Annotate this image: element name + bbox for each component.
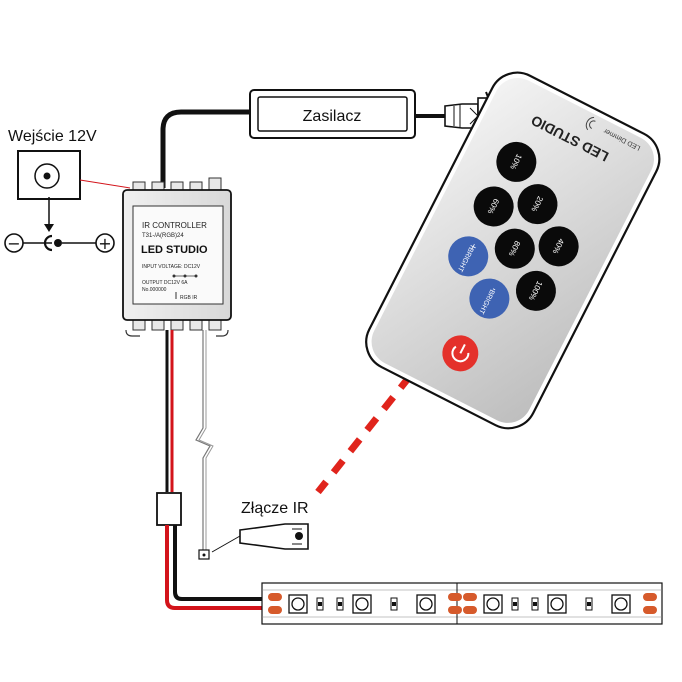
solder-pad (268, 593, 282, 614)
resistor (585, 597, 593, 611)
button-80[interactable]: 80% (488, 222, 542, 276)
ir-receiver-icon (295, 532, 303, 540)
ir-signal-beam (315, 373, 413, 495)
controller-number: No.000000 (142, 287, 167, 293)
ir-connector-label: Złącze IR (241, 500, 309, 517)
bright-down-sign: - (490, 284, 497, 294)
solder-pad (448, 593, 462, 614)
solder-pad (463, 593, 477, 614)
button-100[interactable]: 100% (509, 264, 563, 318)
signal-icon (585, 116, 596, 131)
led-chip (416, 594, 436, 614)
power-supply-label: Zasilacz (303, 108, 362, 125)
led-chip (483, 594, 503, 614)
led-chip (611, 594, 631, 614)
bright-up-sign: + (467, 241, 478, 253)
power-icon (451, 343, 470, 363)
wire-connector (156, 492, 182, 526)
led-chip (352, 594, 372, 614)
controller-input-voltage: INPUT VOLTAGE: DC12V (142, 264, 201, 270)
button-60[interactable]: 60% (467, 180, 521, 234)
minus-sign: − (7, 234, 20, 253)
resistor (511, 597, 519, 611)
ir-sensor-wire (195, 330, 214, 560)
bright-down-button[interactable]: - BRIGHT (462, 272, 516, 326)
polarity-symbol: − + (4, 233, 115, 253)
button-40[interactable]: 40% (532, 219, 586, 273)
resistor (531, 597, 539, 611)
resistor (336, 597, 344, 611)
led-strip (261, 582, 663, 625)
dc-input-12v: Wejście 12V − + (4, 128, 131, 253)
led-chip (288, 594, 308, 614)
led-chip (547, 594, 567, 614)
solder-pad (643, 593, 657, 614)
resistor (390, 597, 398, 611)
power-supply: Zasilacz (160, 89, 491, 188)
ir-controller: IR CONTROLLER T31-/A(RGB)24 LED STUDIO I… (122, 177, 232, 337)
ir-connector: Złącze IR (211, 500, 309, 553)
controller-output: OUTPUT DC12V 6A (142, 280, 188, 286)
input-12v-label: Wejście 12V (8, 128, 97, 145)
plus-sign: + (98, 234, 111, 253)
bright-up-button[interactable]: + BRIGHT (441, 229, 495, 283)
button-20[interactable]: 20% (511, 177, 565, 231)
controller-brand: LED STUDIO (141, 244, 208, 256)
resistor (316, 597, 324, 611)
controller-ports: RGB IR (180, 295, 198, 301)
ir-remote: LED STUDIO LED Dimmer 10% 20% 40% 60% 8 (365, 71, 661, 430)
button-10[interactable]: 10% (489, 135, 543, 189)
output-wires (156, 330, 270, 610)
controller-model: T31-/A(RGB)24 (142, 233, 184, 239)
power-button[interactable] (436, 329, 484, 377)
controller-title: IR CONTROLLER (142, 221, 207, 230)
